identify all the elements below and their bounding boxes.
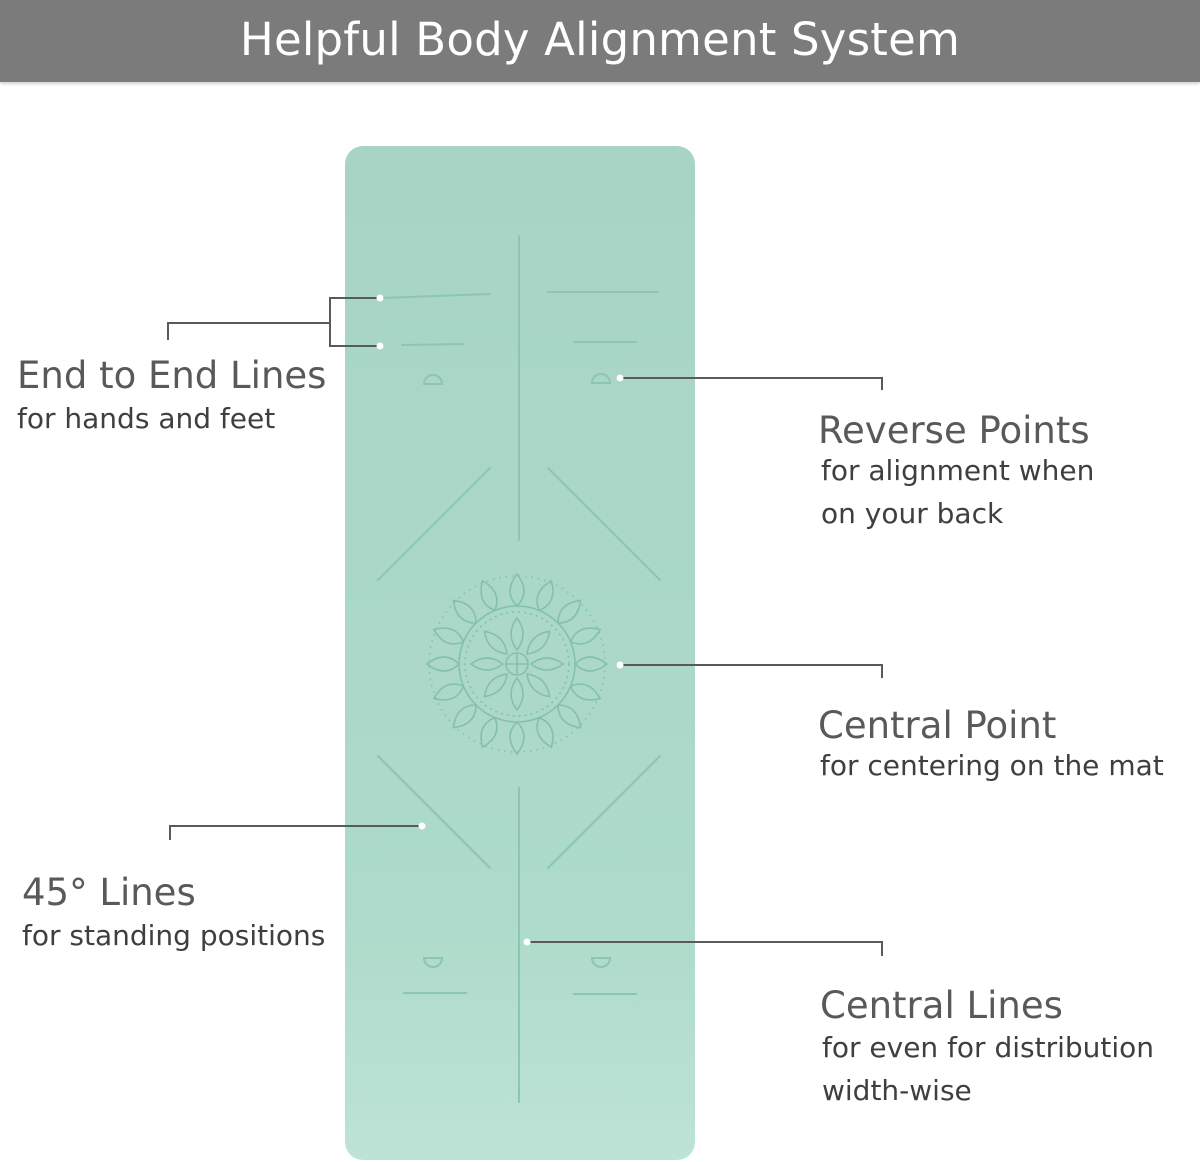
leader-central-point bbox=[620, 664, 883, 678]
diag-line-bottom-left bbox=[377, 755, 491, 869]
diag-line-bottom-right bbox=[547, 755, 661, 869]
mat-alignment-lines bbox=[377, 235, 661, 1103]
leader-45-lines bbox=[169, 825, 422, 840]
reverse-point-icon bbox=[590, 957, 612, 968]
callout-reverse-points: Reverse Points for alignment when on you… bbox=[818, 412, 1094, 535]
header-bar: Helpful Body Alignment System bbox=[0, 0, 1200, 82]
callout-45-lines: 45° Lines for standing positions bbox=[22, 874, 325, 957]
leader-central-lines bbox=[527, 941, 883, 956]
marker-dot bbox=[376, 342, 384, 350]
leader-reverse-points bbox=[620, 377, 883, 390]
reverse-point-icon bbox=[422, 957, 444, 968]
callout-title: End to End Lines bbox=[17, 354, 327, 397]
leader-end-dots bbox=[376, 294, 624, 946]
reverse-point-icon bbox=[590, 373, 612, 384]
mandala-dots-outer bbox=[428, 575, 606, 753]
marker-dot bbox=[376, 294, 384, 302]
callout-desc: for alignment when bbox=[821, 454, 1095, 487]
callout-title: 45° Lines bbox=[22, 871, 196, 914]
callout-title: Reverse Points bbox=[818, 409, 1090, 452]
leader-end-to-end bbox=[167, 322, 330, 340]
callout-desc: for standing positions bbox=[22, 919, 326, 952]
callout-desc: for hands and feet bbox=[17, 402, 276, 435]
diag-line-top-right bbox=[547, 467, 661, 581]
marker-dot bbox=[418, 822, 426, 830]
marker-dot bbox=[523, 938, 531, 946]
callout-desc: on your back bbox=[821, 497, 1004, 530]
marker-dot bbox=[616, 374, 624, 382]
mandala-ring-dotted bbox=[464, 611, 570, 717]
mandala-icon bbox=[425, 572, 609, 756]
marker-dot bbox=[616, 661, 624, 669]
mandala-ring bbox=[458, 605, 576, 723]
callout-end-to-end-lines: End to End Lines for hands and feet bbox=[17, 357, 326, 440]
end-line-top-left-1 bbox=[379, 293, 491, 299]
callout-desc: width-wise bbox=[822, 1074, 972, 1107]
leader-end-to-end-bracket bbox=[329, 297, 380, 347]
leader-lines bbox=[167, 297, 883, 956]
reverse-point-icon bbox=[422, 374, 444, 385]
end-line-top-left-2 bbox=[401, 343, 465, 346]
diag-line-top-left bbox=[377, 467, 491, 581]
callout-central-point: Central Point for centering on the mat bbox=[818, 707, 1164, 787]
reverse-point-markers bbox=[422, 373, 612, 968]
page-title: Helpful Body Alignment System bbox=[239, 12, 961, 66]
yoga-mat bbox=[345, 146, 695, 1160]
callout-title: Central Lines bbox=[820, 984, 1063, 1027]
callout-central-lines: Central Lines for even for distribution … bbox=[820, 987, 1154, 1112]
callout-desc: for centering on the mat bbox=[820, 749, 1164, 782]
callout-desc: for even for distribution bbox=[822, 1031, 1155, 1064]
callout-title: Central Point bbox=[818, 704, 1057, 747]
